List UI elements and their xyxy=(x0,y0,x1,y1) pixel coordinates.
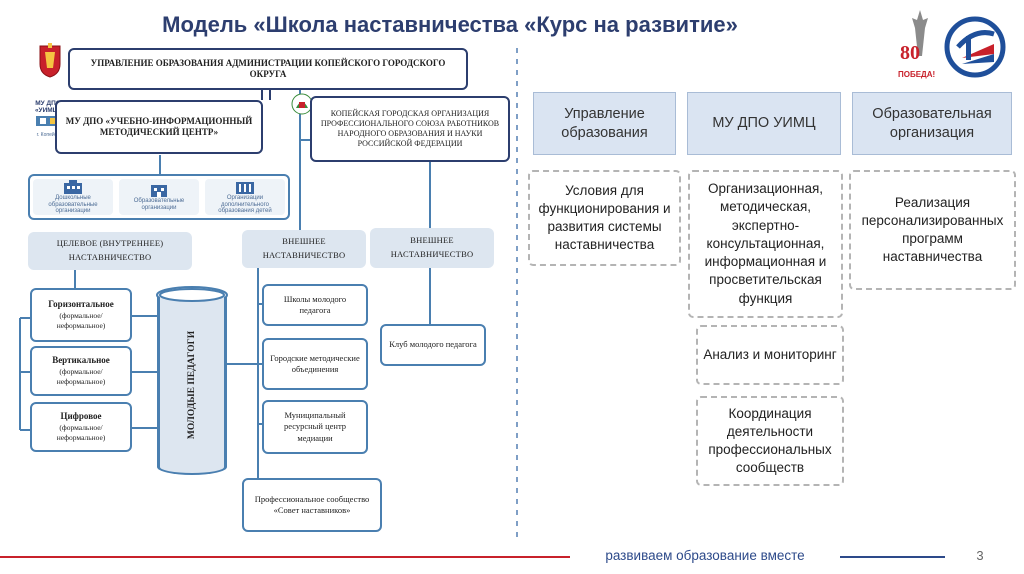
cylinder-shape xyxy=(156,286,228,475)
school-label: Школы молодого педагога xyxy=(283,293,347,315)
institution-icon xyxy=(236,182,254,195)
education-emblem-icon xyxy=(944,16,1006,78)
page-number: 3 xyxy=(976,548,984,563)
digital-sub: (формальное/неформальное) xyxy=(56,423,106,442)
vertical-sub: (формальное/неформальное) xyxy=(56,367,106,386)
footer-lines xyxy=(0,556,945,558)
coat-of-arms-icon xyxy=(39,43,61,78)
umc-box: МУ ДПО «УЧЕБНО-ИНФОРМАЦИОННЫЙ МЕТОДИЧЕСК… xyxy=(55,100,263,154)
footer-slogan: развиваем образование вместе xyxy=(605,548,805,563)
org-item: Организации дополнительного образования … xyxy=(205,179,285,215)
young-teachers-cylinder: МОЛОДЫЕ ПЕДАГОГИ xyxy=(157,300,227,470)
header-organization-label: Образовательная организация xyxy=(872,106,992,141)
org-item: Образовательные организации xyxy=(119,179,199,215)
external-mentoring-band-1: ВНЕШНЕЕ НАСТАВНИЧЕСТВО xyxy=(242,230,366,268)
connector-lines xyxy=(19,88,431,482)
cylinder-label: МОЛОДЫЕ ПЕДАГОГИ xyxy=(187,330,197,440)
analysis-label: Анализ и мониторинг xyxy=(703,346,837,362)
analysis-box: Анализ и мониторинг xyxy=(696,325,844,385)
digital-box: Цифровое (формальное/неформальное) xyxy=(30,402,132,452)
union-box: КОПЕЙСКАЯ ГОРОДСКАЯ ОРГАНИЗАЦИЯ ПРОФЕССИ… xyxy=(310,96,510,162)
target-mentoring-label: ЦЕЛЕВОЕ (ВНУТРЕННЕЕ) НАСТАВНИЧЕСТВО xyxy=(56,238,164,262)
functions-label: Организационная, методическая, экспертно… xyxy=(704,181,827,306)
orgs-panel: Дошкольные образовательные организации О… xyxy=(28,174,290,220)
dashed-separator xyxy=(516,48,518,538)
org-item: Дошкольные образовательные организации xyxy=(33,179,113,215)
umc-label: МУ ДПО «УЧЕБНО-ИНФОРМАЦИОННЫЙ МЕТОДИЧЕСК… xyxy=(65,115,253,137)
org-label: Дошкольные образовательные организации xyxy=(48,195,98,215)
school-box: Школы молодого педагога xyxy=(262,284,368,326)
header-management-label: Управление образования xyxy=(561,106,648,141)
mudpo-logo-label: МУ ДПО «УИМЦ» xyxy=(34,100,62,115)
union-label: КОПЕЙСКАЯ ГОРОДСКАЯ ОРГАНИЗАЦИЯ ПРОФЕССИ… xyxy=(320,109,500,148)
programs-label: Реализация персонализированных программ … xyxy=(861,194,1004,265)
org-label: Организации дополнительного образования … xyxy=(218,195,272,215)
header-mudpo: МУ ДПО УИМЦ xyxy=(687,92,841,155)
target-mentoring-band: ЦЕЛЕВОЕ (ВНУТРЕННЕЕ) НАСТАВНИЧЕСТВО xyxy=(28,232,192,270)
external-mentoring-label-1: ВНЕШНЕЕ НАСТАВНИЧЕСТВО xyxy=(262,236,346,260)
club-label: Клуб молодого педагога xyxy=(389,339,477,350)
school-icon xyxy=(151,185,167,198)
digital-title: Цифровое xyxy=(60,411,102,422)
building-icon xyxy=(64,180,82,195)
club-box: Клуб молодого педагога xyxy=(380,324,486,366)
vertical-box: Вертикальное (формальное/неформальное) xyxy=(30,346,132,396)
council-label: Профессиональное сообщество «Совет наста… xyxy=(254,493,370,515)
methodical-label: Городские методические объединения xyxy=(270,352,360,374)
resource-center-label: Муниципальный ресурсный центр медиации xyxy=(283,410,347,443)
admin-box: УПРАВЛЕНИЕ ОБРАЗОВАНИЯ АДМИНИСТРАЦИИ КОП… xyxy=(68,48,468,90)
monument-icon xyxy=(912,10,928,56)
external-mentoring-label-2: ВНЕШНЕЕ НАСТАВНИЧЕСТВО xyxy=(390,235,474,259)
horizontal-sub: (формальное/неформальное) xyxy=(56,311,106,330)
book-icon xyxy=(36,116,60,127)
conditions-label: Условия для функционирования и развития … xyxy=(538,182,671,253)
methodical-box: Городские методические объединения xyxy=(262,338,368,390)
horizontal-title: Горизонтальное xyxy=(48,299,114,310)
coordination-box: Координация деятельности профессиональны… xyxy=(696,396,844,486)
header-management: Управление образования xyxy=(533,92,676,155)
header-organization: Образовательная организация xyxy=(852,92,1012,155)
victory-80-number: 80 xyxy=(900,42,920,64)
header-mudpo-label: МУ ДПО УИМЦ xyxy=(712,115,816,132)
programs-box: Реализация персонализированных программ … xyxy=(849,170,1016,290)
page-title: Модель «Школа наставничества «Курс на ра… xyxy=(162,12,738,37)
mudpo-logo-sub: г. Копейск xyxy=(36,132,60,139)
victory-80-caption: ПОБЕДА! xyxy=(898,70,936,79)
horizontal-box: Горизонтальное (формальное/неформальное) xyxy=(30,288,132,342)
union-logo-icon xyxy=(291,93,313,115)
org-label: Образовательные организации xyxy=(133,198,185,211)
vertical-title: Вертикальное xyxy=(52,355,110,366)
victory-80-logo: 80 ПОБЕДА! xyxy=(898,8,942,86)
functions-box: Организационная, методическая, экспертно… xyxy=(688,170,843,318)
resource-center-box: Муниципальный ресурсный центр медиации xyxy=(262,400,368,454)
conditions-box: Условия для функционирования и развития … xyxy=(528,170,681,266)
admin-label: УПРАВЛЕНИЕ ОБРАЗОВАНИЯ АДМИНИСТРАЦИИ КОП… xyxy=(90,57,446,79)
council-box: Профессиональное сообщество «Совет наста… xyxy=(242,478,382,532)
coordination-label: Координация деятельности профессиональны… xyxy=(708,405,832,476)
mudpo-logo: МУ ДПО «УИМЦ» г. Копейск xyxy=(22,100,74,138)
external-mentoring-band-2: ВНЕШНЕЕ НАСТАВНИЧЕСТВО xyxy=(370,228,494,268)
